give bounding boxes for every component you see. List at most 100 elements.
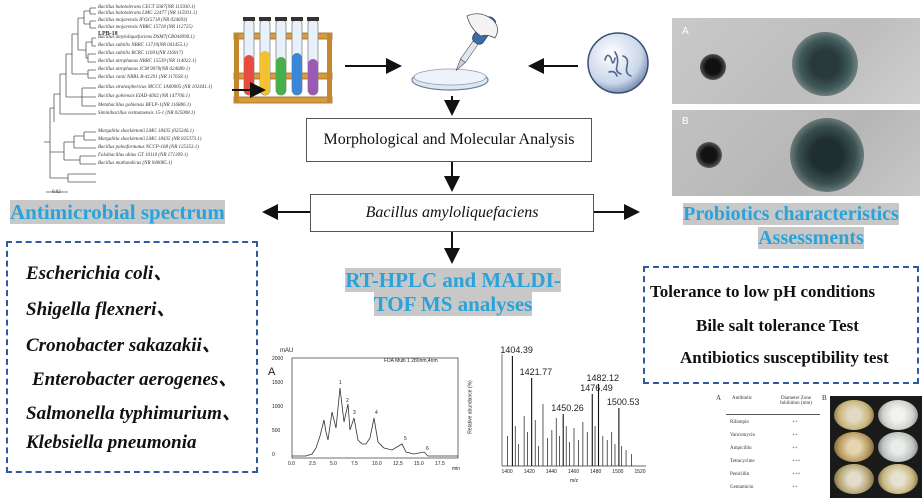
abx-plate-4 [878, 432, 918, 462]
phylogenetic-tree: Bacillus halotolerans CECT 5687(NR 11593… [38, 2, 238, 197]
morph-box-label: Morphological and Molecular Analysis [323, 131, 575, 148]
tree-label: Margalitia shackletonii LMG 18435 (02524… [98, 129, 194, 134]
bacteria-plate-icon [587, 32, 649, 94]
antibiotic-panel-b: B [822, 394, 827, 402]
hplc-ylabel: mAU [280, 348, 294, 354]
maldi-peak-label: 1421.77 [519, 367, 553, 377]
maldi-ylabel: Relative abundance (%) [467, 380, 474, 434]
tree-label: Bacillus atrophaeus NBRC 15539 (NR 11402… [98, 59, 197, 64]
test-low-ph: Tolerance to low pH conditions [650, 282, 876, 301]
antibiotic-name: Ampicillin [730, 446, 752, 451]
species-box-label: Bacillus amyloliquefaciens [365, 204, 539, 221]
rthplc-title-text: RT-HPLC and MALDI-TOF MS analyses [345, 268, 561, 316]
morphological-molecular-box: Morphological and Molecular Analysis [306, 118, 592, 162]
tree-label: Bacillus paleaformatus NCCP-168 (NR 1253… [98, 145, 199, 150]
antibiotic-zone: ++ [792, 433, 798, 438]
tree-label: Bacillus subtilis NBRC 13719(NR 041455.1… [98, 43, 188, 48]
probiotics-title-line2: Assessments [758, 227, 864, 249]
maldi-xtick: 1420 [523, 469, 535, 475]
hplc-peak-6: 6 [426, 446, 429, 452]
hplc-xtick: 12.5 [393, 461, 403, 467]
tree-label: Bacillus stratosphericus MCCC 1A00005 (N… [98, 85, 213, 90]
pathogen-item: Salmonella typhimurium、 [26, 403, 241, 424]
tree-label: Siminibacillus vietnamensis 15-1 (NR 025… [98, 111, 196, 116]
maldi-xtick: 1460 [568, 469, 580, 475]
test-bile-salt: Bile salt tolerance Test [696, 316, 859, 335]
colony-a-large [792, 32, 858, 96]
test-antibiotic: Antibiotics susceptibility test [680, 348, 889, 367]
hplc-peak-4: 4 [375, 410, 378, 416]
hplc-ytick: 1500 [272, 380, 284, 386]
hplc-peak-3: 3 [353, 410, 356, 416]
antibiotic-panel-a: A [716, 394, 722, 402]
colony-a-small [700, 54, 726, 80]
hplc-xtick: 5.0 [330, 461, 337, 467]
antibiotic-zone: +++ [792, 459, 801, 464]
hplc-trace [292, 387, 458, 457]
probiotics-title: Probiotics characteristics Assessments [660, 202, 922, 250]
tree-label: Bacillus subtilis BCRC 11601(NR 116017) [98, 51, 184, 56]
tree-label: Bacillus muthandicus (NR 040085.1) [98, 161, 173, 166]
abx-plate-2 [878, 400, 918, 430]
antibiotic-zone: ++ [792, 446, 798, 451]
tree-label: Bacillus amyloliquefaciens DSM7(CB044090… [98, 35, 195, 40]
antibiotic-plates-photo [830, 396, 922, 498]
hplc-xunit: min [452, 466, 461, 472]
pathogen-list-box [6, 241, 258, 473]
antimicrobial-title-text: Antimicrobial spectrum [10, 200, 225, 224]
tree-label: Falsibacillus ubius GT 10110 (NR 171309.… [98, 153, 189, 158]
colony-b-large [790, 118, 864, 192]
tree-label: Bacillus gobiensis EIAD-4002 (NR 147706.… [98, 94, 190, 99]
tree-label: Bacillus mojavensis IFO15718 (NR 024693) [98, 18, 188, 23]
probiotic-tests-box [643, 266, 919, 384]
tree-label: Margalitia shackletonii LMG 18435 (NR 02… [98, 137, 202, 142]
maldi-xtick: 1440 [545, 469, 557, 475]
maldi-xlabel: m/z [570, 478, 579, 484]
tree-label: Bacillus atrophaeus JCM 9070(NR 024689.1… [98, 67, 190, 72]
hplc-xtick: 17.5 [435, 461, 445, 467]
antibiotic-name: Penicillin [730, 472, 750, 477]
hplc-xtick: 10.0 [372, 461, 382, 467]
hplc-ytick: 500 [272, 428, 281, 434]
pathogen-item: Klebsiella pneumonia [26, 432, 197, 453]
abx-plate-5 [834, 464, 874, 494]
antimicrobial-title: Antimicrobial spectrum [10, 200, 225, 225]
hplc-panel-label: A [268, 366, 276, 378]
hplc-xtick: 0.0 [288, 461, 295, 467]
hplc-peak-1: 1 [339, 380, 342, 386]
probiotics-title-line1: Probiotics characteristics [683, 203, 899, 225]
inhibition-plates-photo: A B [672, 18, 920, 198]
pathogen-item: Escherichia coli、 [26, 263, 173, 284]
antibiotic-name: Gentamicin [730, 485, 754, 490]
antibiotic-zone: +++ [792, 472, 801, 477]
antibiotic-figure: A Antibiotic Diameter Zone Inhibition (m… [714, 392, 924, 500]
hplc-peak-2: 2 [346, 398, 349, 404]
test-tube-rack-icon [233, 17, 333, 104]
pathogen-item: Enterobacter aerogenes、 [32, 369, 238, 390]
plate-label-a: A [682, 26, 689, 37]
maldi-xtick: 1480 [590, 469, 602, 475]
petri-dish-pipette-icon [411, 13, 498, 91]
tree-scale-label: 0.02 [52, 190, 61, 195]
tree-branches [44, 7, 96, 193]
antibiotic-header-zone: Diameter Zone Inhibition (mm) [779, 396, 813, 406]
hplc-peak-5: 5 [404, 436, 407, 442]
maldi-xtick: 1400 [501, 469, 513, 475]
antibiotic-name: Rifampin [730, 420, 749, 425]
maldi-peak-label: 1482.12 [586, 373, 620, 383]
antibiotic-header-name: Antibiotic [732, 396, 753, 401]
maldi-xtick: 1500 [612, 469, 624, 475]
hplc-xtick: 7.5 [351, 461, 358, 467]
rthplc-title: RT-HPLC and MALDI-TOF MS analyses [328, 268, 578, 316]
antibiotic-name: Tetracycline [730, 459, 755, 464]
abx-plate-3 [834, 432, 874, 462]
tree-label: Bacillus vanii NRRL B-41291 (NR 117658.1… [98, 75, 189, 80]
plate-label-b: B [682, 116, 689, 127]
hplc-legend: FDA Multi 1 280nm,4nm [384, 358, 438, 364]
maldi-peak-label: 1476.49 [580, 383, 613, 393]
hplc-ytick: 2000 [272, 356, 284, 362]
species-box: Bacillus amyloliquefaciens [310, 194, 594, 232]
pathogen-item: Cronobacter sakazakii、 [26, 335, 221, 356]
